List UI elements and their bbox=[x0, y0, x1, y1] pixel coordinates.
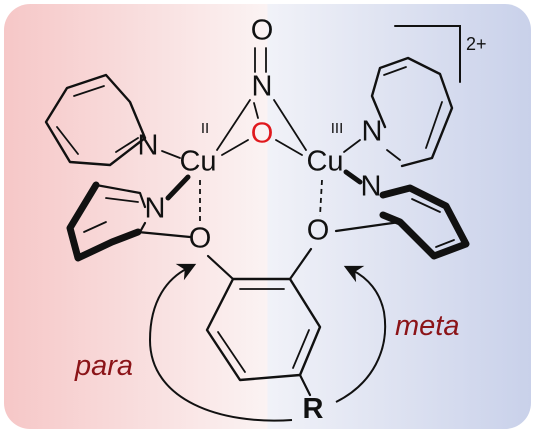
bond-n-cu-right bbox=[273, 99, 307, 151]
atom-n-right-pyridine-upper: N bbox=[362, 116, 383, 148]
bond-n-cu-left-upper bbox=[161, 150, 181, 159]
r-group-label: R bbox=[303, 393, 324, 425]
background-panel bbox=[4, 4, 531, 429]
bond-o-ring-left bbox=[206, 254, 235, 281]
pyridine-left-upper bbox=[44, 73, 147, 167]
atom-n-right-pyridine-lower: N bbox=[361, 171, 382, 203]
bond-ring-r bbox=[298, 373, 312, 397]
label-meta: meta bbox=[395, 310, 459, 342]
bond-cu-o-right-dashed bbox=[319, 179, 323, 217]
bond-o-cu-left bbox=[221, 139, 249, 156]
atom-copper-right: Cu bbox=[306, 146, 343, 178]
bond-n-o-bridge bbox=[253, 102, 259, 119]
label-para: para bbox=[74, 350, 133, 382]
bond-n-cu-right-lower bbox=[343, 169, 363, 185]
bond-n-cu-left-lower bbox=[165, 174, 191, 201]
bond-n-cu-right-upper bbox=[343, 139, 361, 153]
atom-n-left-pyridine-lower: N bbox=[145, 193, 166, 225]
atom-n-left-pyridine-upper: N bbox=[138, 130, 159, 162]
atom-o-right-ether: O bbox=[307, 215, 330, 247]
bond-n-cu-left bbox=[216, 99, 251, 151]
bond-n-ring-left-lower bbox=[138, 221, 147, 234]
atom-nitrosyl-oxygen: O bbox=[251, 15, 274, 47]
atom-nitrosyl-nitrogen: N bbox=[252, 71, 273, 103]
oxidation-state-right: III bbox=[331, 120, 344, 137]
atom-bridging-oxygen: O bbox=[251, 118, 274, 150]
arrow-meta bbox=[335, 265, 387, 403]
bond-o-ring-right bbox=[288, 247, 313, 281]
pyridine-right-upper bbox=[370, 56, 454, 168]
pyridine-left-lower bbox=[66, 181, 192, 262]
atom-o-left-ether: O bbox=[189, 223, 212, 255]
arrow-para bbox=[148, 263, 293, 422]
atom-copper-left: Cu bbox=[179, 146, 216, 178]
charge-label: 2+ bbox=[466, 34, 487, 54]
charge-bracket bbox=[394, 25, 461, 83]
pyridine-right-lower bbox=[334, 184, 470, 260]
oxidation-state-left: II bbox=[201, 120, 209, 137]
bond-o-cu-right bbox=[275, 139, 303, 156]
